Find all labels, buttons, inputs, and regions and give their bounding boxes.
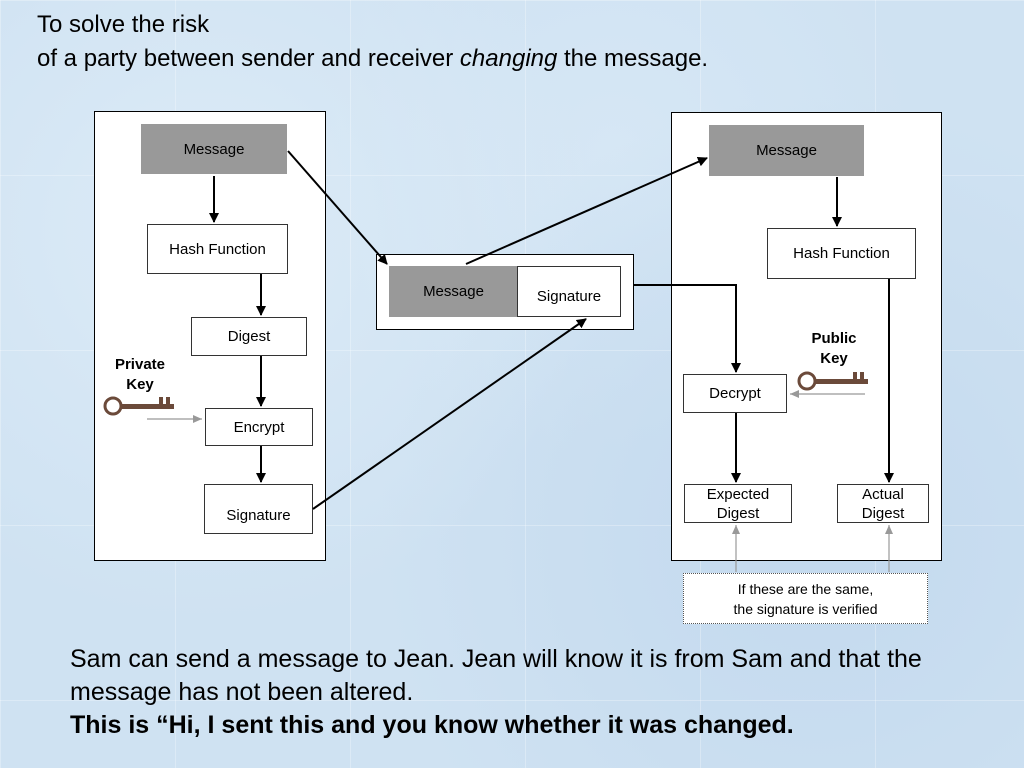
actual-digest-line-2: Digest [861, 504, 905, 522]
public-key-label-line-2: Key [820, 350, 848, 367]
verification-note-line-1: If these are the same, [737, 580, 874, 597]
private-key-label-line-2: Key [126, 376, 154, 393]
expected-digest-line-2: Digest [716, 504, 760, 522]
title-line-2-start: of a party between sender and receiver [37, 45, 454, 72]
public-key-label: Public Key [799, 329, 869, 369]
title-emphasis: changing [459, 45, 558, 72]
receiver-message-box: Message [709, 125, 864, 176]
key-icon [797, 371, 868, 391]
public-key-label-line-1: Public [811, 330, 857, 347]
actual-digest-box: Actual Digest [837, 484, 929, 523]
sender-message-box: Message [141, 124, 287, 174]
arrow-sender-message-to-bundle [287, 150, 388, 265]
verification-note: If these are the same, the signature is … [683, 573, 928, 624]
actual-digest-line-1: Actual [862, 485, 904, 503]
sender-digest-box: Digest [191, 317, 307, 356]
slide-title: To solve the risk of a party between sen… [37, 8, 708, 76]
transmitted-signature-box: Signature [517, 266, 621, 317]
sender-hash-function-box: Hash Function [147, 224, 288, 274]
arrow-bundle-signature-to-decrypt [634, 284, 741, 373]
title-line-2: of a party between sender and receiver c… [37, 42, 708, 76]
private-key-label: Private Key [104, 355, 176, 395]
slide-body-text: Sam can send a message to Jean. Jean wil… [70, 643, 970, 742]
arrow-signature-to-bundle [312, 318, 587, 510]
arrow-bundle-to-receiver-message [465, 157, 708, 265]
receiver-hash-function-box: Hash Function [767, 228, 916, 279]
transmitted-message-box: Message [389, 266, 518, 317]
title-line-2-end: the message. [564, 45, 709, 72]
private-key-label-line-1: Private [114, 356, 166, 373]
expected-digest-box: Expected Digest [684, 484, 792, 523]
sender-signature-box: Signature [204, 484, 313, 534]
title-line-1: To solve the risk [37, 11, 210, 38]
body-paragraph: Sam can send a message to Jean. Jean wil… [70, 645, 922, 706]
body-bold-line: This is “Hi, I sent this and you know wh… [70, 711, 794, 739]
key-icon [103, 396, 174, 416]
sender-encrypt-box: Encrypt [205, 408, 313, 446]
expected-digest-line-1: Expected [706, 485, 770, 503]
verification-note-line-2: the signature is verified [733, 600, 878, 617]
receiver-decrypt-box: Decrypt [683, 374, 787, 413]
